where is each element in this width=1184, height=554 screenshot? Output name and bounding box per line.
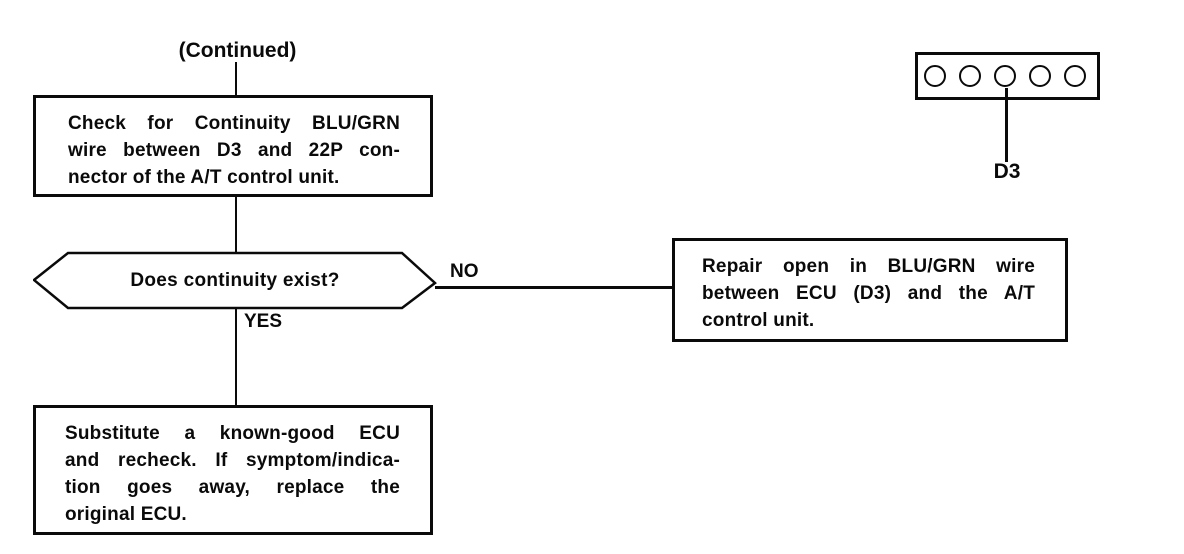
connector-pins <box>915 52 1100 100</box>
repair-box-text-line: control unit. <box>702 310 815 331</box>
decision-hexagon-shape <box>33 251 437 310</box>
substitute-box: Substitute a known-good ECU and recheck.… <box>33 405 433 535</box>
line-continued-to-check <box>235 62 237 95</box>
check-box-text-line: nector of the A/T control unit. <box>68 167 340 188</box>
repair-box-text-line: between ECU (D3) and the A/T <box>702 283 1035 304</box>
yes-label: YES <box>244 311 283 332</box>
no-label: NO <box>450 261 479 282</box>
connector-pin-lead-line <box>1005 88 1008 162</box>
line-decision-to-substitute <box>235 308 237 405</box>
decision-hexagon: Does continuity exist? <box>33 251 437 310</box>
connector-pin <box>1064 65 1086 87</box>
substitute-box-text-line: original ECU. <box>65 504 187 525</box>
check-box-text-line: wire between D3 and 22P con- <box>68 140 400 161</box>
connector-pin <box>1029 65 1051 87</box>
check-box-text-line: Check for Continuity BLU/GRN <box>68 113 400 134</box>
substitute-box-text-line: and recheck. If symptom/indica- <box>65 450 400 471</box>
repair-box: Repair open in BLU/GRN wire between ECU … <box>672 238 1068 342</box>
connector-d3-label: D3 <box>993 160 1021 183</box>
decision-question: Does continuity exist? <box>130 269 340 291</box>
connector-pin <box>924 65 946 87</box>
connector-pin <box>994 65 1016 87</box>
substitute-box-text-line: tion goes away, replace the <box>65 477 400 498</box>
line-check-to-decision <box>235 197 237 252</box>
continued-label: (Continued) <box>178 39 297 62</box>
substitute-box-text-line: Substitute a known-good ECU <box>65 423 400 444</box>
check-box: Check for Continuity BLU/GRN wire betwee… <box>33 95 433 197</box>
connector-pin <box>959 65 981 87</box>
line-decision-to-repair <box>435 286 672 289</box>
repair-box-text-line: Repair open in BLU/GRN wire <box>702 256 1035 277</box>
